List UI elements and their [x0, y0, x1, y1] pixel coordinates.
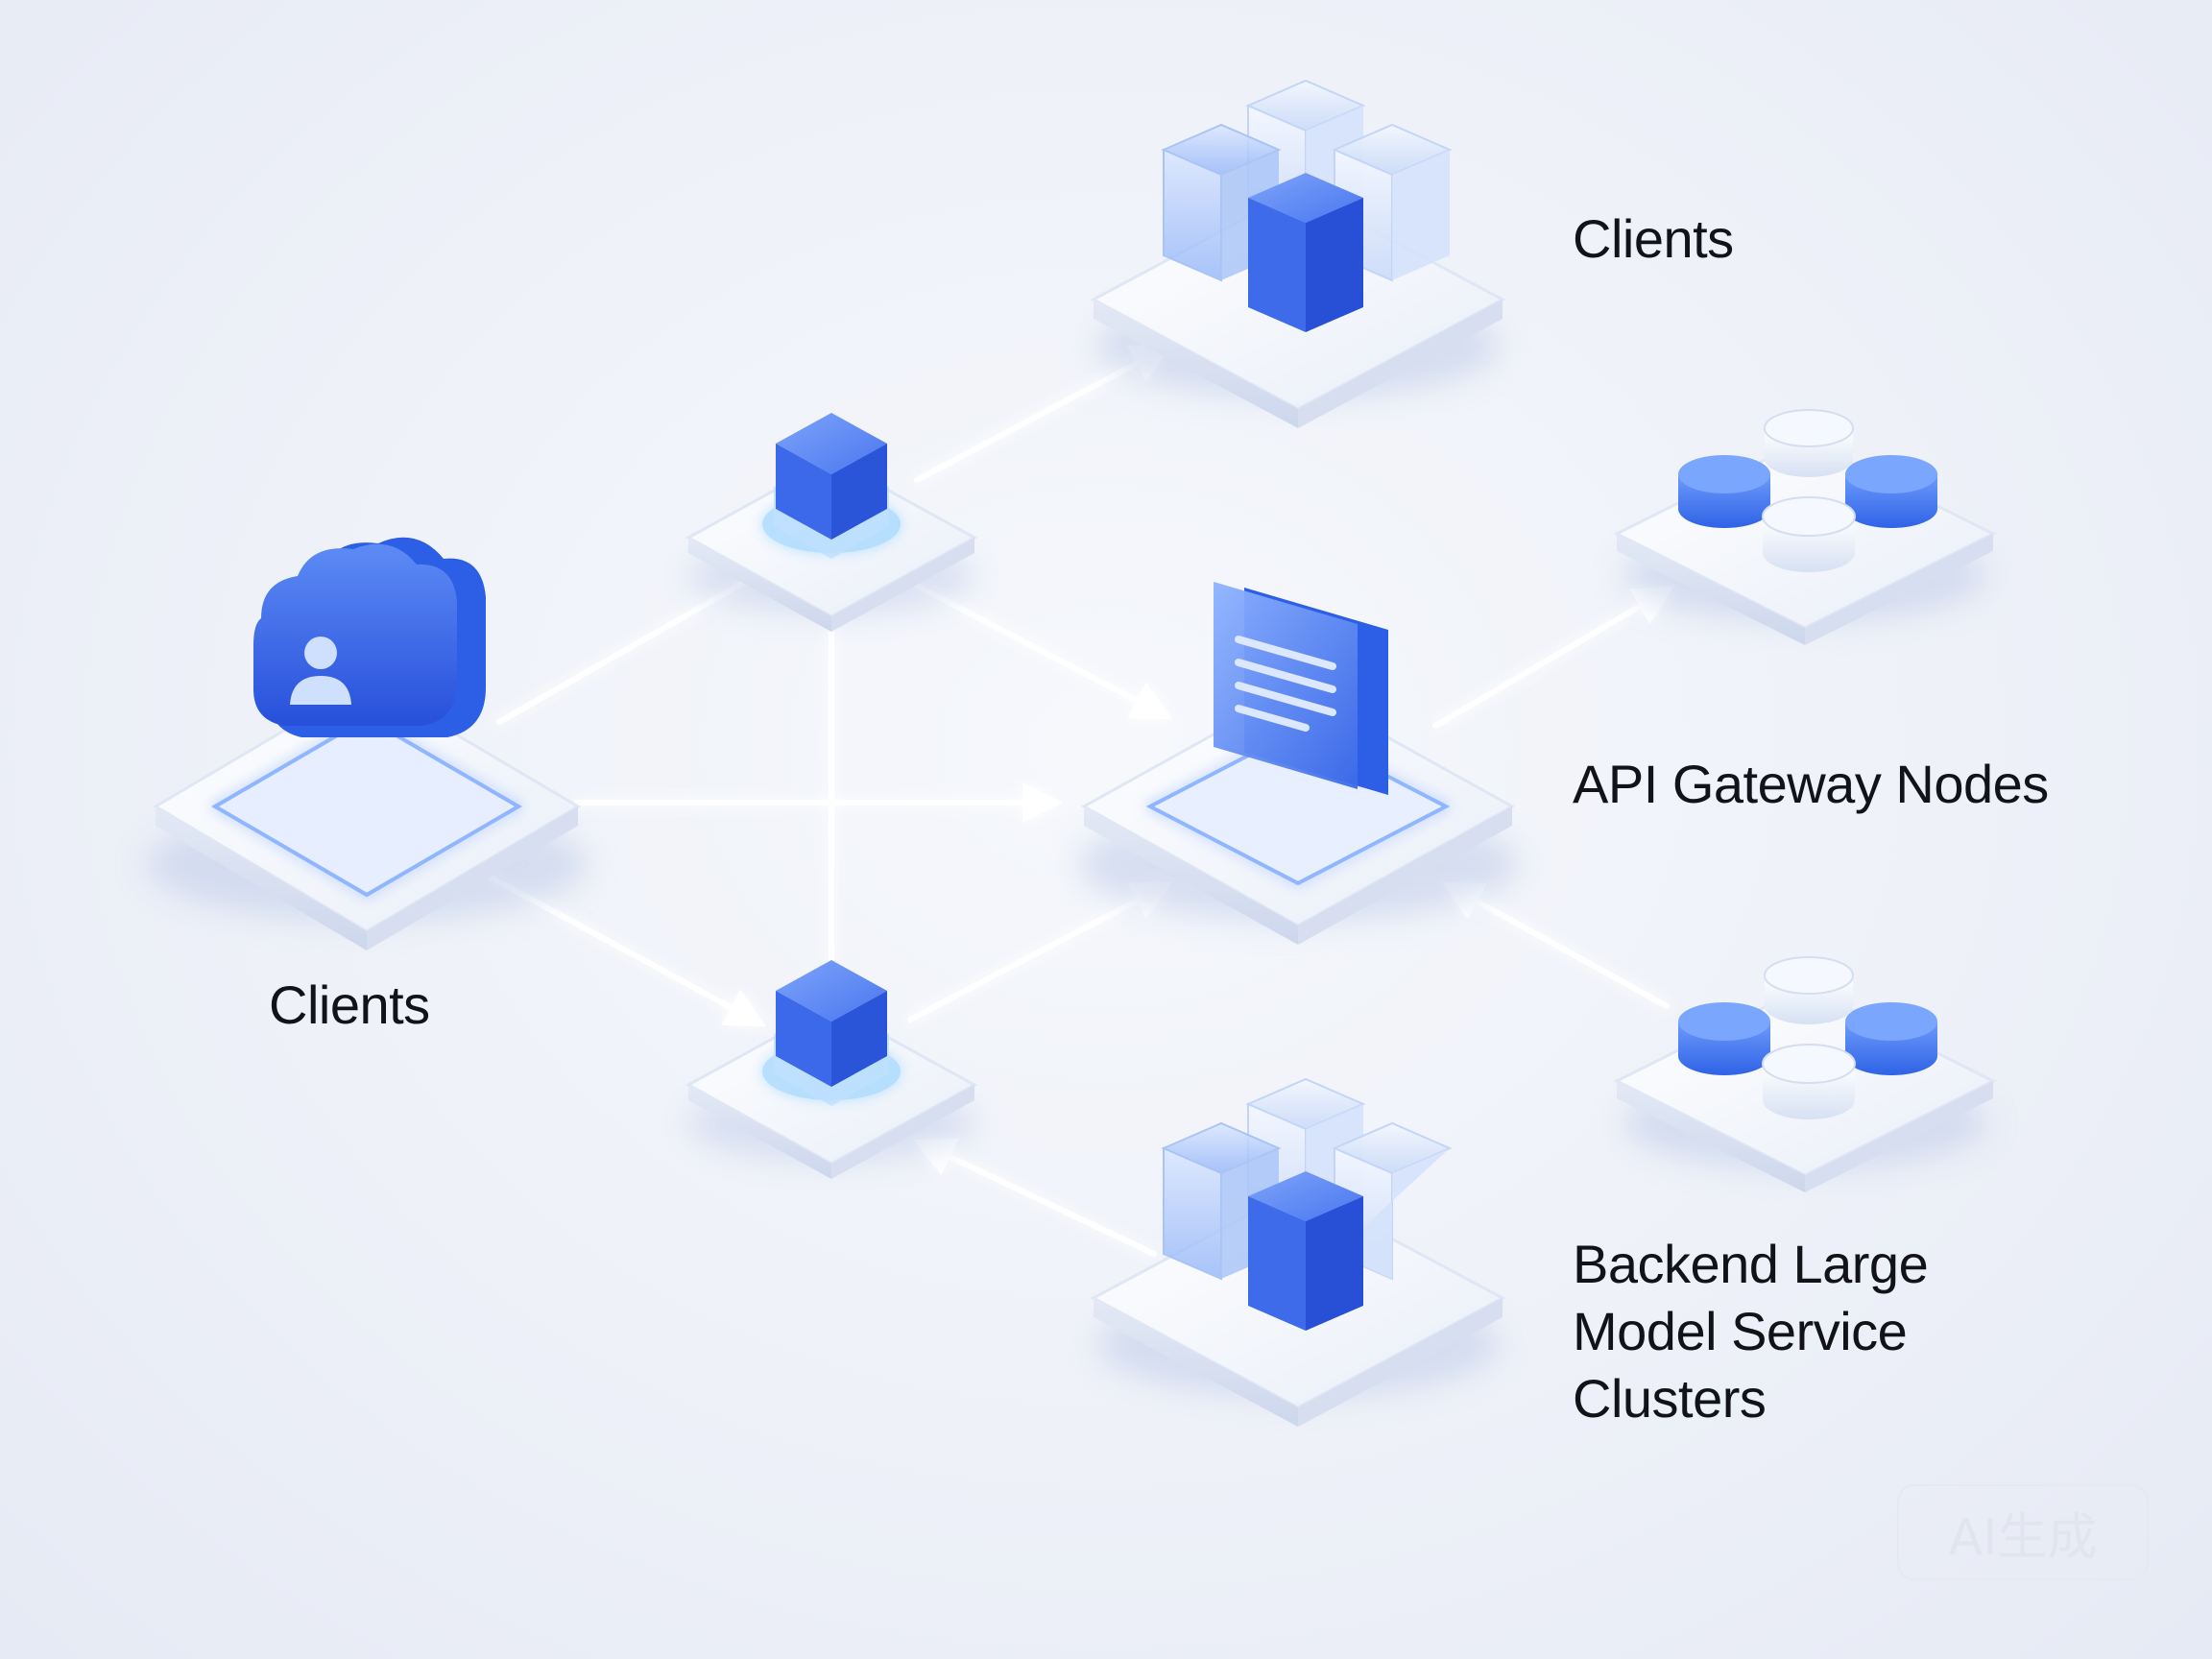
cube-icon: [774, 960, 889, 1106]
client-node: [146, 537, 588, 950]
database-icon: [1678, 409, 1937, 572]
link-client-to-upper-gateway: [496, 571, 761, 725]
cube-cluster-icon: [1161, 79, 1453, 332]
watermark-badge: AI生成: [1897, 1484, 2149, 1580]
label-backend-clusters: Backend Large Model Service Clusters: [1573, 1231, 1929, 1432]
database-node-bottom: [1613, 956, 1997, 1192]
database-icon: [1678, 956, 1937, 1119]
link-cluster-bottom-to-lower-gateway: [913, 1139, 1157, 1257]
label-backend-line-3: Clusters: [1573, 1368, 1767, 1429]
label-api-gateway-nodes: API Gateway Nodes: [1573, 754, 2049, 814]
cluster-node-bottom: [1090, 1077, 1506, 1427]
label-backend-line-2: Model Service: [1573, 1301, 1908, 1361]
label-clients-left: Clients: [269, 974, 430, 1035]
link-lower-gateway-to-api: [907, 881, 1173, 1022]
cube-icon: [774, 413, 889, 559]
api-gateway-node: [1077, 582, 1519, 945]
gateway-node-upper: [685, 413, 978, 632]
cluster-node-top: [1090, 79, 1506, 428]
label-backend-line-1: Backend Large: [1573, 1234, 1929, 1294]
cloud-user-icon: [253, 537, 486, 737]
link-api-to-database-top: [1432, 586, 1675, 729]
gateway-node-lower: [685, 960, 978, 1179]
document-icon: [1214, 582, 1388, 795]
database-node-top: [1613, 409, 1997, 645]
link-database-bottom-to-api: [1441, 881, 1670, 1009]
cube-cluster-icon: [1161, 1077, 1453, 1331]
link-upper-gateway-to-api: [914, 583, 1173, 720]
label-clients-top: Clients: [1573, 208, 1734, 269]
